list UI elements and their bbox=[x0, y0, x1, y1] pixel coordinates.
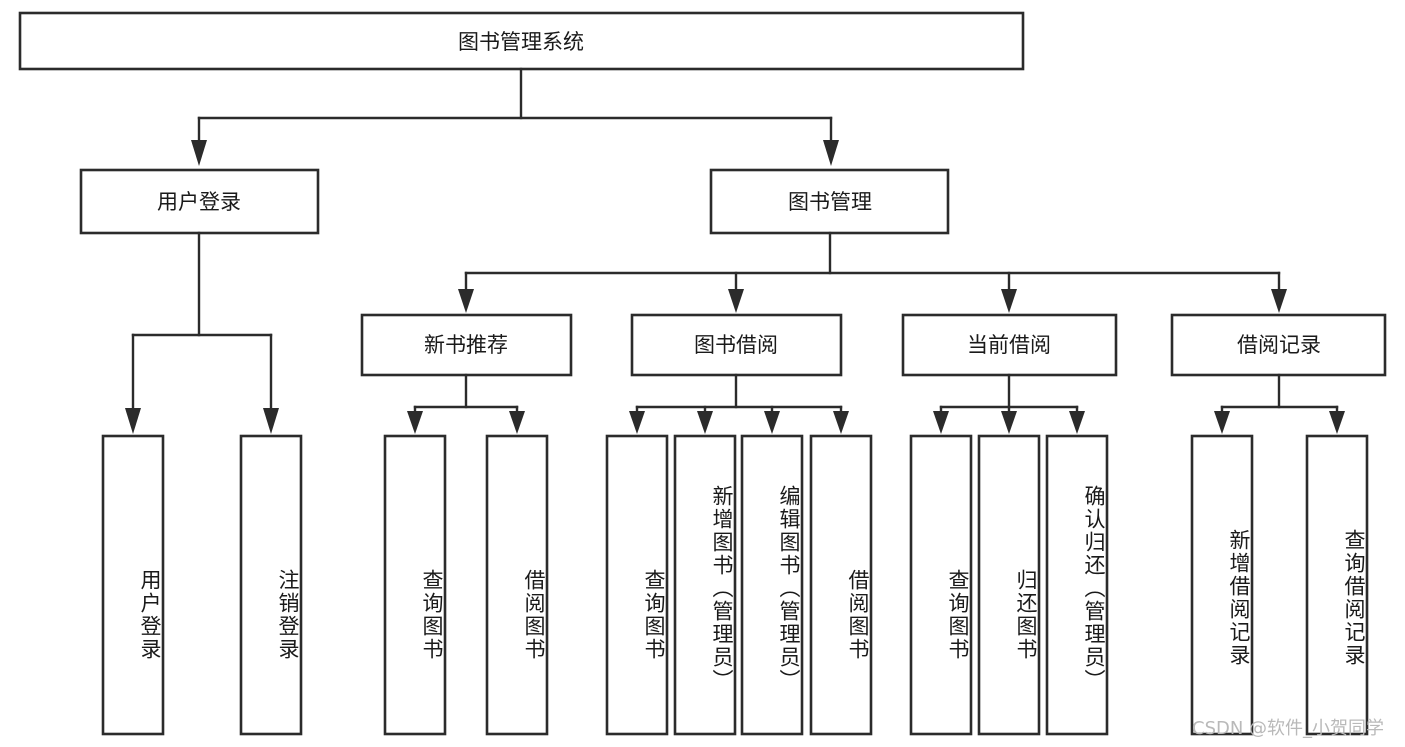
arrow-head-icon bbox=[125, 408, 141, 434]
node-borrow-record-box[interactable] bbox=[1170, 313, 1387, 377]
node-book-management-label: 图书管理 bbox=[788, 190, 872, 214]
arrow-head-icon bbox=[191, 140, 207, 166]
leaf-box-cb-return-book[interactable] bbox=[977, 434, 1041, 736]
node-current-borrow-label: 当前借阅 bbox=[967, 333, 1051, 357]
leaf-box-bb-add-book[interactable] bbox=[673, 434, 737, 736]
node-root[interactable]: 图书管理系统 bbox=[18, 11, 1025, 71]
node-borrow-record-label: 借阅记录 bbox=[1237, 333, 1321, 357]
arrow-head-icon bbox=[833, 411, 849, 434]
arrow-head-icon bbox=[1214, 411, 1230, 434]
connector-root-to-level1 bbox=[191, 67, 839, 166]
arrow-head-icon bbox=[1069, 411, 1085, 434]
leaf-box-user-login[interactable] bbox=[101, 434, 165, 736]
node-new-book-recommend-box[interactable] bbox=[360, 313, 573, 377]
leaf-box-cb-confirm-return[interactable] bbox=[1045, 434, 1109, 736]
connector-borrow-record-to-leaves bbox=[1214, 373, 1345, 434]
node-book-borrow-label: 图书借阅 bbox=[694, 333, 778, 357]
node-book-borrow-box[interactable] bbox=[630, 313, 843, 377]
connector-new-book-recommend-to-leaves bbox=[407, 373, 525, 434]
leaf-box-br-query-record[interactable] bbox=[1305, 434, 1369, 736]
arrow-head-icon bbox=[1329, 411, 1345, 434]
node-current-borrow[interactable]: 当前借阅 bbox=[901, 313, 1118, 377]
node-new-book-recommend[interactable]: 新书推荐 bbox=[360, 313, 573, 377]
leaf-box-logout[interactable] bbox=[239, 434, 303, 736]
node-new-book-recommend-label: 新书推荐 bbox=[424, 333, 508, 357]
arrow-head-icon bbox=[509, 411, 525, 434]
arrow-head-icon bbox=[1271, 289, 1287, 313]
arrow-head-icon bbox=[1001, 411, 1017, 434]
leaf-box-bb-query-book[interactable] bbox=[605, 434, 669, 736]
connector-current-borrow-to-leaves bbox=[933, 373, 1085, 434]
arrow-head-icon bbox=[407, 411, 423, 434]
arrow-head-icon bbox=[823, 140, 839, 166]
arrow-head-icon bbox=[629, 411, 645, 434]
node-borrow-record[interactable]: 借阅记录 bbox=[1170, 313, 1387, 377]
connector-book-management-to-level2 bbox=[458, 231, 1287, 313]
node-book-borrow[interactable]: 图书借阅 bbox=[630, 313, 843, 377]
leaf-box-cb-query-book[interactable] bbox=[909, 434, 973, 736]
arrow-head-icon bbox=[263, 408, 279, 434]
arrow-head-icon bbox=[933, 411, 949, 434]
leaf-box-br-add-record[interactable] bbox=[1190, 434, 1254, 736]
arrow-head-icon bbox=[728, 289, 744, 313]
node-user-login[interactable]: 用户登录 bbox=[79, 168, 320, 235]
connector-user-login-to-leaves bbox=[125, 231, 279, 434]
node-user-login-label: 用户登录 bbox=[157, 190, 241, 214]
leaf-box-nbr-query-book[interactable] bbox=[383, 434, 447, 736]
node-root-box[interactable] bbox=[18, 11, 1025, 71]
csdn-watermark: CSDN @软件_小贺同学 bbox=[1192, 718, 1385, 739]
node-current-borrow-box[interactable] bbox=[901, 313, 1118, 377]
node-root-label: 图书管理系统 bbox=[458, 30, 584, 54]
leaf-box-bb-borrow-book[interactable] bbox=[809, 434, 873, 736]
leaf-box-bb-edit-book[interactable] bbox=[740, 434, 804, 736]
arrow-head-icon bbox=[1001, 289, 1017, 313]
arrow-head-icon bbox=[458, 289, 474, 313]
leaf-box-nbr-borrow-book[interactable] bbox=[485, 434, 549, 736]
connector-book-borrow-to-leaves bbox=[629, 373, 849, 434]
arrow-head-icon bbox=[697, 411, 713, 434]
node-book-management-box[interactable] bbox=[709, 168, 950, 235]
node-book-management[interactable]: 图书管理 bbox=[709, 168, 950, 235]
arrow-head-icon bbox=[764, 411, 780, 434]
